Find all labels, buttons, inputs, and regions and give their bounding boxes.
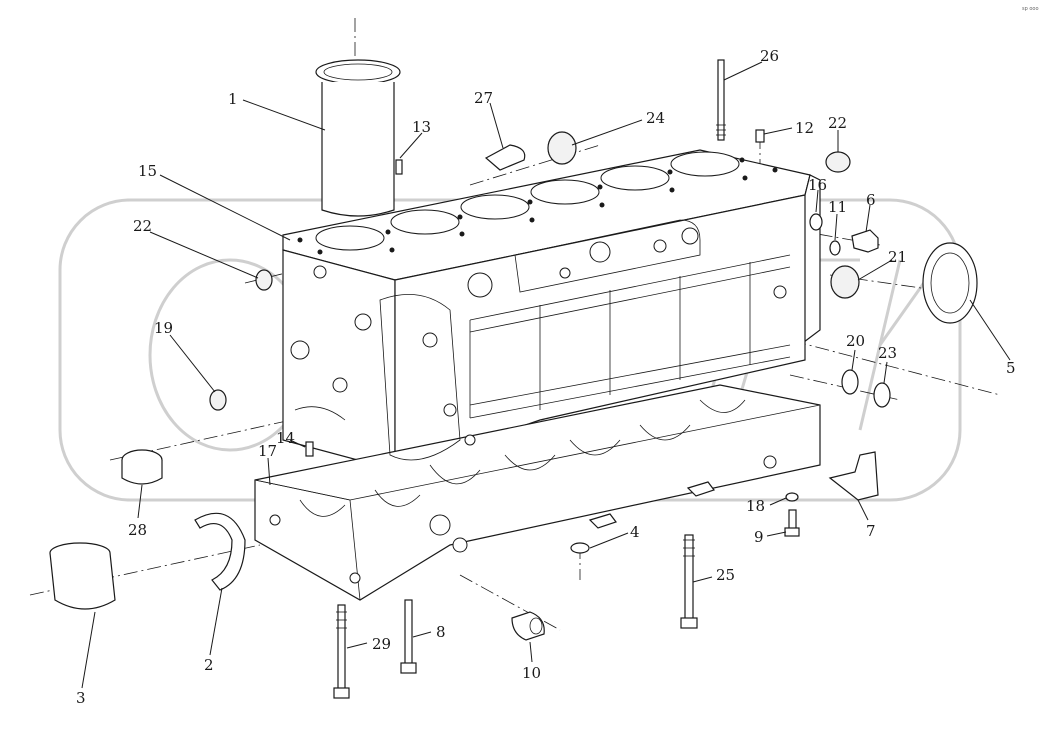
callout-17: 17 (258, 442, 277, 460)
deck-bolt-holes (297, 157, 778, 255)
oil-jet-2 (686, 481, 715, 497)
callout-14: 14 (276, 429, 295, 447)
callout-22-left: 22 (133, 217, 152, 235)
fitting-6 (851, 229, 879, 253)
plug-21 (830, 265, 860, 299)
callout-4: 4 (630, 523, 640, 541)
cylinder-liner (315, 59, 401, 217)
washer-23 (873, 382, 891, 408)
washer-20 (841, 369, 859, 395)
callout-15: 15 (138, 162, 157, 180)
callout-21: 21 (888, 248, 907, 266)
cylinder-block (254, 149, 821, 601)
thrust-washer-2 (194, 512, 246, 591)
callout-5: 5 (1006, 359, 1016, 377)
callout-27: 27 (474, 89, 493, 107)
leader-lines (81, 61, 1011, 689)
callout-22-right: 22 (828, 114, 847, 132)
callout-29: 29 (372, 635, 391, 653)
callout-23: 23 (878, 344, 897, 362)
callout-18: 18 (746, 497, 765, 515)
o-ring-11 (829, 240, 841, 256)
callout-11: 11 (828, 198, 847, 216)
bolt-8 (400, 599, 417, 674)
pin-12 (755, 129, 765, 143)
elbow-7 (828, 451, 879, 501)
dowel-pin-13 (395, 159, 403, 175)
plug-22-left (255, 269, 273, 291)
bearing-shell-3 (49, 542, 116, 610)
bolt-29 (333, 604, 350, 699)
callout-2: 2 (204, 656, 214, 674)
callout-20: 20 (846, 332, 865, 350)
callout-1: 1 (228, 90, 238, 108)
bolt-9 (784, 509, 800, 537)
callout-13: 13 (412, 118, 431, 136)
callout-19: 19 (154, 319, 173, 337)
callout-16: 16 (808, 176, 827, 194)
callout-10: 10 (522, 664, 541, 682)
callout-8: 8 (436, 623, 446, 641)
corner-mark: sp ooo (1022, 6, 1039, 12)
callout-12: 12 (795, 119, 814, 137)
stud-26 (716, 59, 726, 141)
callout-9: 9 (754, 528, 764, 546)
plug-19 (209, 389, 227, 411)
plug-10 (511, 611, 545, 641)
callout-3: 3 (76, 689, 86, 707)
bushing-28 (121, 449, 163, 485)
washer-4 (570, 542, 590, 554)
callout-labels: 1 2 3 4 5 6 7 8 9 10 11 12 13 14 15 16 1… (76, 47, 1016, 707)
callout-25: 25 (716, 566, 735, 584)
cup-plug-24 (547, 131, 577, 165)
plug-27 (484, 144, 526, 171)
callout-24: 24 (646, 109, 665, 127)
washer-18 (785, 492, 799, 502)
callout-6: 6 (866, 191, 876, 209)
callout-26: 26 (760, 47, 779, 65)
main-bearing-saddles (299, 399, 746, 517)
callout-7: 7 (866, 522, 876, 540)
bolt-25 (680, 534, 698, 629)
oil-jet (588, 513, 617, 529)
callout-28: 28 (128, 521, 147, 539)
pin-14 (305, 441, 314, 457)
seal-5 (922, 242, 978, 324)
plug-22-right (825, 151, 851, 173)
plug-16 (809, 213, 823, 231)
